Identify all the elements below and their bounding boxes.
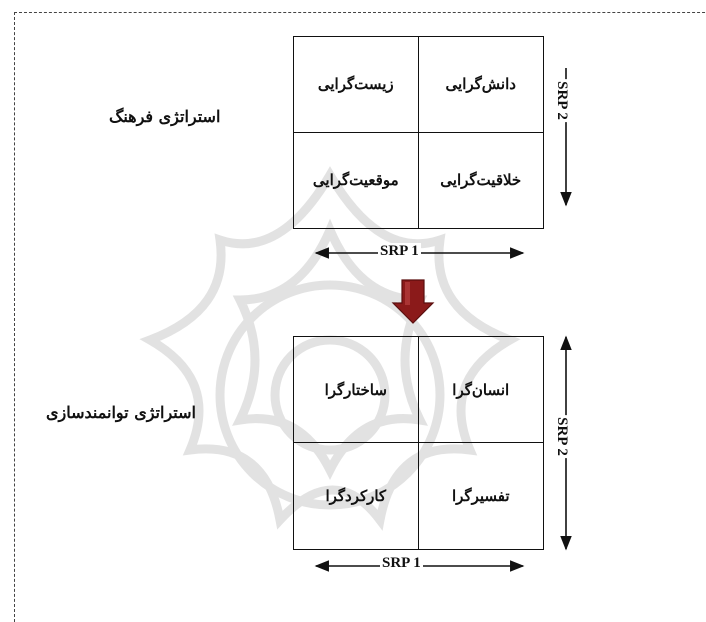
cell-bottom-right: تفسیرگرا bbox=[451, 487, 510, 505]
cell-top-right: انسان‌گرا bbox=[418, 337, 543, 443]
bottom-srp2-label: SRP 2 bbox=[552, 415, 570, 458]
bottom-srp1-label: SRP 1 bbox=[380, 555, 423, 572]
cell-bottom-right: خلاقیت‌گرایی bbox=[440, 171, 522, 190]
axis-arrows bbox=[314, 68, 572, 572]
cell-top-right: دانش‌گرایی bbox=[418, 37, 543, 133]
empowerment-strategy-label: استراتژی توانمندسازی bbox=[46, 403, 196, 422]
cell-bottom-left: موقعیت‌گرایی bbox=[294, 132, 419, 228]
top-srp1-label: SRP 1 bbox=[378, 243, 421, 260]
dashed-frame bbox=[14, 12, 706, 622]
culture-strategy-label: استراتژی فرهنگ bbox=[109, 107, 221, 126]
cell-top-left: زیست‌گرایی bbox=[294, 37, 419, 133]
bottom-matrix: ساختارگرا انسان‌گرا کارکردگرا تفسیرگرا bbox=[293, 336, 544, 550]
cell-top-left: ساختارگرا bbox=[294, 337, 419, 443]
top-matrix: زیست‌گرایی دانش‌گرایی موقعیت‌گرایی خلاقی… bbox=[293, 36, 544, 229]
transition-down-arrow bbox=[391, 279, 435, 324]
cell-bottom-left: کارکردگرا bbox=[294, 443, 419, 549]
diagram-canvas: استراتژی فرهنگ زیست‌گرایی دانش‌گرایی موق… bbox=[14, 12, 706, 622]
top-srp2-label: SRP 2 bbox=[552, 79, 570, 122]
